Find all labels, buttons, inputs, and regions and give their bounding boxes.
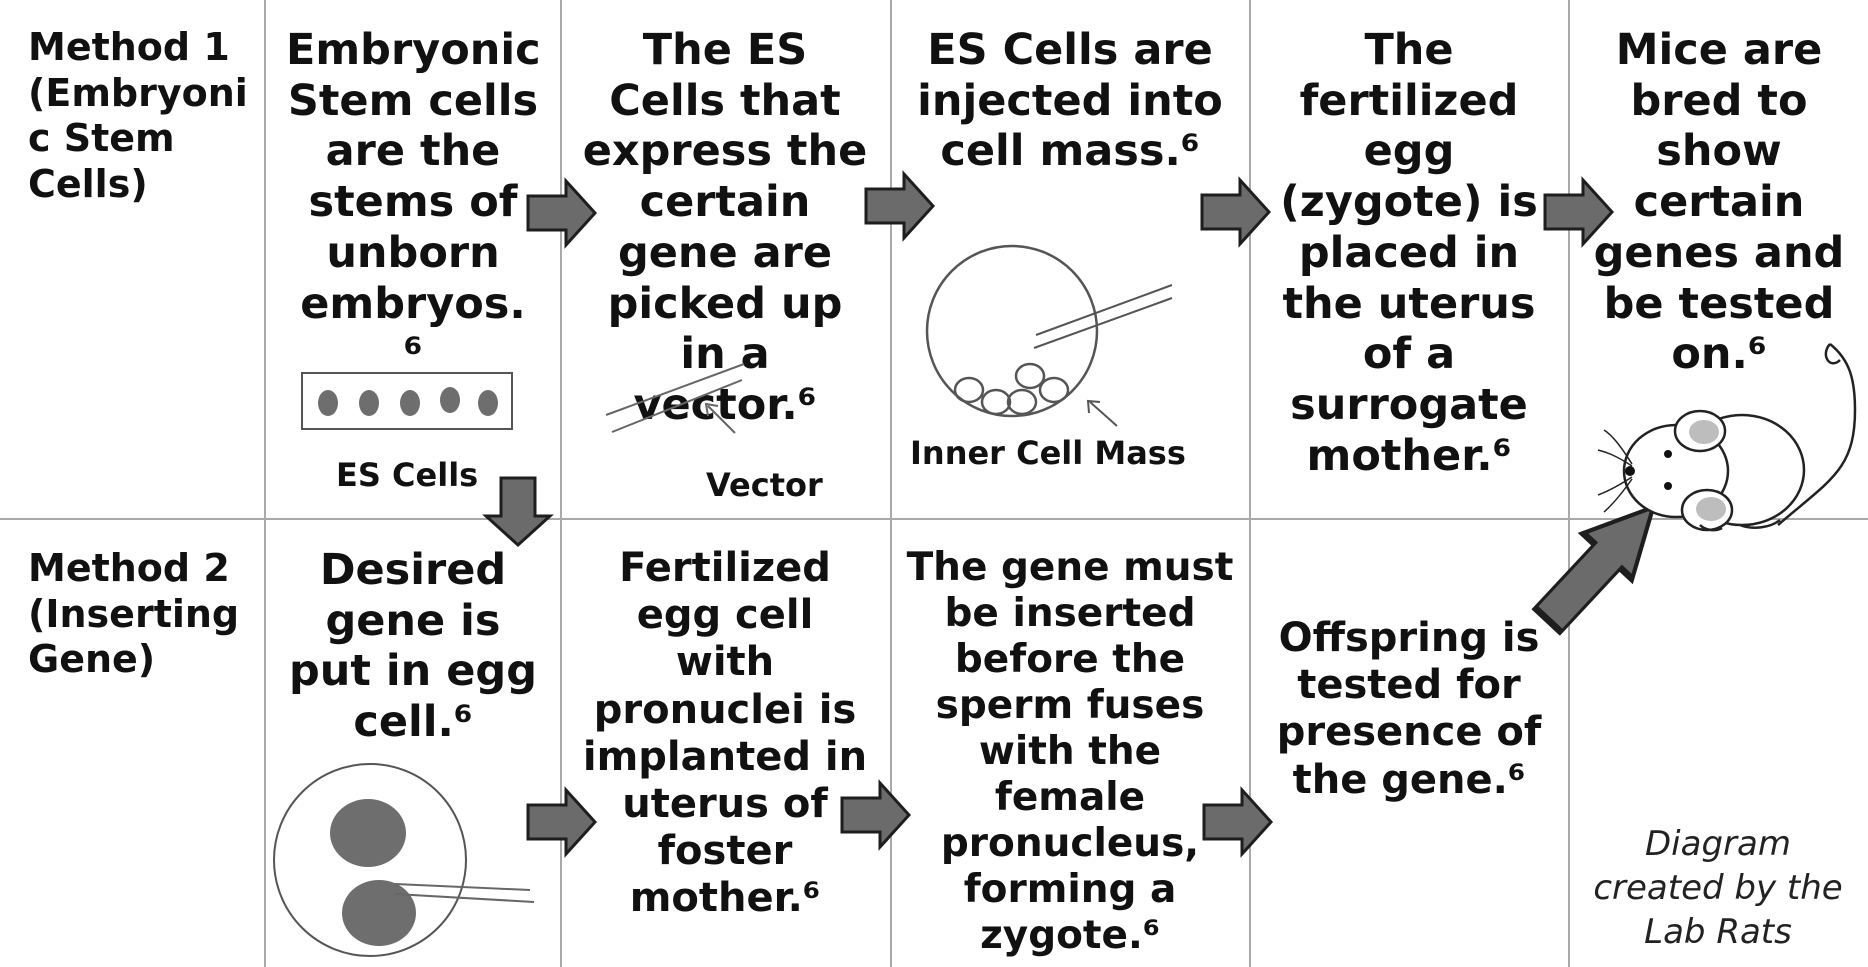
flow-arrow — [1202, 180, 1269, 244]
flow-arrow — [842, 783, 909, 847]
flow-arrow — [1545, 180, 1612, 244]
flow-arrow — [528, 181, 595, 245]
mouse-icon — [1598, 344, 1855, 530]
flow-arrow — [866, 174, 933, 238]
vector-illustration — [606, 364, 744, 433]
inner-cell-mass-illustration — [927, 246, 1172, 426]
egg-cell-illustration — [274, 764, 534, 956]
flow-arrow — [528, 790, 595, 854]
es-cells-illustration — [302, 373, 512, 429]
flow-arrow-down — [486, 478, 550, 545]
flow-arrow — [1204, 790, 1271, 854]
